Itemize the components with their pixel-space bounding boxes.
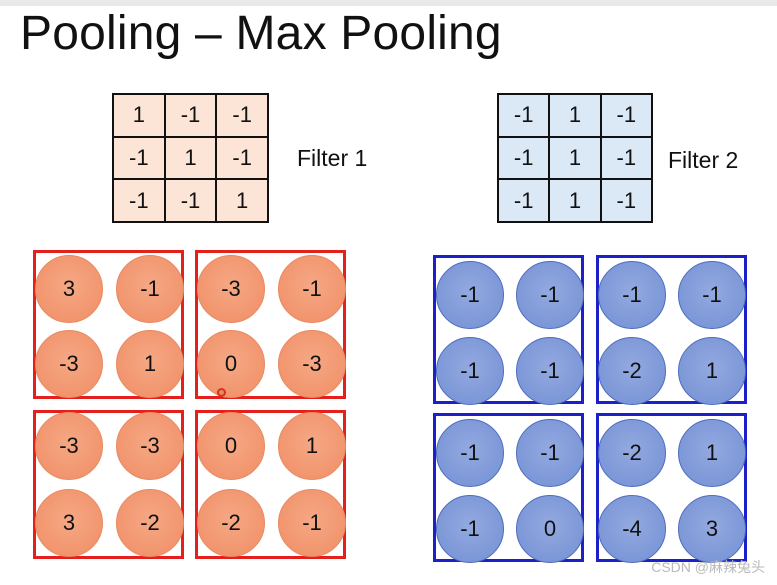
- pool-region-box: [33, 410, 184, 559]
- filter-2-matrix: -1 1 -1 -1 1 -1 -1 1 -1: [497, 93, 653, 223]
- feature-value-circle: -1: [436, 419, 504, 487]
- feature-value-circle: -1: [436, 337, 504, 405]
- feature-value-circle: -3: [35, 330, 103, 398]
- filter-1-cell: -1: [164, 179, 217, 222]
- feature-value-circle: 1: [278, 412, 346, 480]
- filter-2-label: Filter 2: [668, 147, 739, 173]
- slide-title: Pooling – Max Pooling: [20, 7, 502, 60]
- feature-value-circle: 1: [116, 330, 184, 398]
- filter-2-cell: 1: [549, 94, 601, 137]
- pool-region-box: [433, 413, 584, 562]
- filter-1-cell: -1: [113, 179, 165, 222]
- feature-value-circle: -1: [516, 419, 584, 487]
- feature-value-circle: 1: [678, 419, 746, 487]
- feature-value-circle: -2: [598, 337, 666, 405]
- filter-2-cell: 1: [549, 179, 601, 222]
- feature-value-circle: -1: [278, 255, 346, 323]
- feature-value-circle: -1: [436, 261, 504, 329]
- feature-value-circle: 3: [678, 495, 746, 563]
- pool-region-box: [596, 413, 747, 562]
- feature-value-circle: -2: [116, 489, 184, 557]
- pool-region-box: [433, 255, 584, 404]
- feature-value-circle: -1: [116, 255, 184, 323]
- filter-1-cell: -1: [216, 94, 268, 137]
- feature-value-circle: -1: [278, 489, 346, 557]
- feature-value-circle: 0: [197, 330, 265, 398]
- pointer-dot: [217, 388, 226, 397]
- filter-1-cell: 1: [113, 94, 165, 137]
- feature-value-circle: 3: [35, 489, 103, 557]
- filter-2-cell: -1: [498, 136, 550, 180]
- filter-1-matrix: 1 -1 -1 -1 1 -1 -1 -1 1: [112, 93, 269, 223]
- feature-value-circle: 1: [678, 337, 746, 405]
- feature-value-circle: 3: [35, 255, 103, 323]
- feature-value-circle: 0: [197, 412, 265, 480]
- feature-value-circle: -3: [116, 412, 184, 480]
- feature-value-circle: -1: [516, 261, 584, 329]
- filter-2-cell: -1: [600, 136, 652, 180]
- feature-value-circle: -3: [35, 412, 103, 480]
- feature-value-circle: -1: [436, 495, 504, 563]
- feature-value-circle: -3: [278, 330, 346, 398]
- feature-value-circle: -2: [598, 419, 666, 487]
- pool-region-box: [195, 250, 346, 399]
- filter-2-cell: -1: [600, 94, 652, 137]
- filter-2-cell: -1: [498, 94, 550, 137]
- filter-2-cell: 1: [549, 136, 601, 180]
- filter-1-cell: -1: [164, 94, 217, 137]
- top-bar: [0, 0, 777, 6]
- feature-value-circle: -3: [197, 255, 265, 323]
- pool-region-box: [195, 410, 346, 559]
- feature-value-circle: -1: [678, 261, 746, 329]
- filter-2-cell: -1: [498, 179, 550, 222]
- feature-value-circle: -1: [516, 337, 584, 405]
- filter-1-cell: -1: [216, 136, 268, 180]
- pool-region-box: [33, 250, 184, 399]
- filter-1-cell: 1: [216, 179, 268, 222]
- feature-value-circle: 0: [516, 495, 584, 563]
- filter-1-label: Filter 1: [297, 145, 368, 171]
- pool-region-box: [596, 255, 747, 404]
- feature-value-circle: -4: [598, 495, 666, 563]
- feature-value-circle: -2: [197, 489, 265, 557]
- watermark: CSDN @麻辣兔头: [651, 559, 765, 575]
- filter-2-cell: -1: [600, 179, 652, 222]
- feature-value-circle: -1: [598, 261, 666, 329]
- filter-1-cell: -1: [113, 136, 165, 180]
- filter-1-cell: 1: [164, 136, 217, 180]
